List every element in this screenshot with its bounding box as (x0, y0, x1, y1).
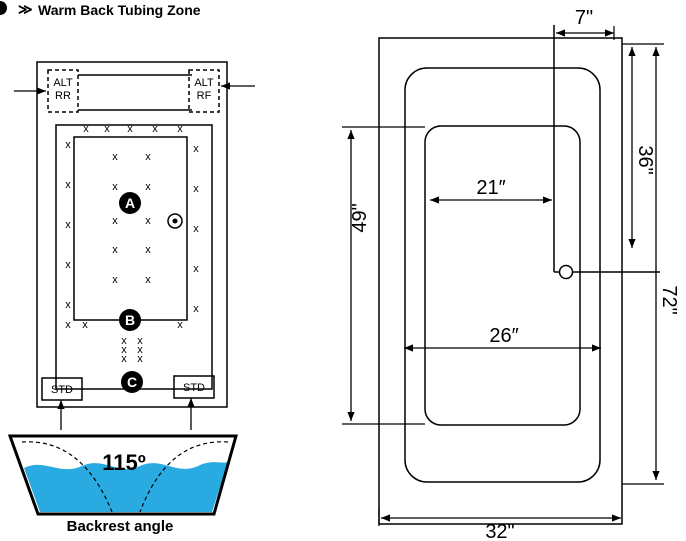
backrest-angle-value: 115º (102, 450, 146, 475)
light-dot-icon (172, 218, 178, 224)
jet-marker: x (145, 215, 151, 227)
page-title: Warm Back Tubing Zone (38, 2, 201, 18)
jet-marker: x (112, 244, 118, 256)
tub-dimension-arrows (347, 29, 660, 522)
chevron-glyph: ≫ (18, 1, 32, 17)
jet-marker: x (127, 123, 133, 135)
tub-basin (424, 125, 581, 426)
zone-a-badge (119, 192, 141, 214)
jet-marker: x (112, 181, 118, 193)
alt-rf-box (188, 69, 220, 113)
zone-b-label: B (125, 312, 135, 328)
jet-marker: x (145, 244, 151, 256)
dim-upper-width: 21″ (476, 177, 505, 199)
jet-marker: x (65, 319, 71, 331)
zone-diagram (36, 61, 228, 408)
dim-top-offset: 7" (575, 7, 593, 29)
angle-guide-left (21, 441, 113, 513)
jet-marker: x (193, 143, 199, 155)
alt-rf-label-2: RF (197, 90, 212, 102)
jet-marker: x (112, 274, 118, 286)
tub-dimension-labels: 7" 21″ 26″ 32" 49" 36" 72" (349, 7, 680, 541)
alt-rr-box (47, 69, 79, 113)
water-wave (23, 449, 201, 459)
jet-marker: x (121, 335, 127, 347)
water-fill (24, 462, 228, 512)
jet-marker: x (121, 353, 127, 365)
zone-labels: ALT RR ALT RF STD STD (51, 77, 214, 396)
chevron-icon: ≫ (0, 1, 32, 17)
zone-inner-frame (55, 124, 213, 390)
backrest-caption: Backrest angle (66, 518, 174, 535)
jet-marker: x (65, 219, 71, 231)
jet-marker: x (145, 181, 151, 193)
jet-marker: x (112, 215, 118, 227)
zone-seat-frame (73, 136, 188, 321)
jet-marker: x (137, 344, 143, 356)
tub-inner-rim (404, 67, 601, 483)
backrest-diagram: 115º (7, 434, 238, 516)
tub-plan (378, 25, 660, 525)
alt-rr-label-1: ALT (53, 77, 73, 89)
jet-marker: x (137, 335, 143, 347)
jet-marker: x (193, 303, 199, 315)
light-ring-icon (167, 213, 183, 229)
std-right-label: STD (183, 382, 205, 394)
zone-b-badge (119, 309, 141, 331)
zone-outer-frame (36, 61, 228, 408)
jet-marker: x (121, 344, 127, 356)
zone-arrows (14, 82, 255, 430)
jet-marker: x (82, 319, 88, 331)
zone-a-label: A (125, 195, 135, 211)
header: ≫ Warm Back Tubing Zone (0, 0, 201, 20)
dim-right-upper: 36" (634, 145, 656, 174)
jet-marker: x (193, 223, 199, 235)
jet-marker: x (104, 123, 110, 135)
std-left-label: STD (51, 384, 73, 396)
jet-marker: x (193, 263, 199, 275)
alt-rf-label-1: ALT (194, 77, 214, 89)
zone-c-badge (121, 371, 143, 393)
dim-lower-width: 26″ (489, 325, 518, 347)
jet-marker: x (177, 319, 183, 331)
jet-marker: x (65, 259, 71, 271)
drain-icon (558, 264, 574, 280)
tub-extension-lines (342, 26, 664, 526)
jet-marker: x (193, 183, 199, 195)
jet-marker: x (152, 123, 158, 135)
jet-marker: x (65, 179, 71, 191)
zone-c-label: C (127, 374, 137, 390)
dim-inner-length: 49" (349, 203, 371, 232)
jet-marker: x (83, 123, 89, 135)
dim-total-length: 72" (658, 285, 680, 314)
jet-marker: x (65, 299, 71, 311)
jet-marker: x (145, 151, 151, 163)
jet-marker: x (137, 353, 143, 365)
alt-rr-label-2: RR (55, 90, 71, 102)
zone-badges: A B C (119, 192, 143, 393)
jet-marker: x (112, 151, 118, 163)
tub-profile (7, 434, 238, 516)
jet-marker: x (145, 274, 151, 286)
dim-total-width: 32" (485, 521, 514, 541)
tub-outer-rim (378, 37, 623, 525)
jet-marker: x (177, 123, 183, 135)
jet-marker: x (65, 139, 71, 151)
